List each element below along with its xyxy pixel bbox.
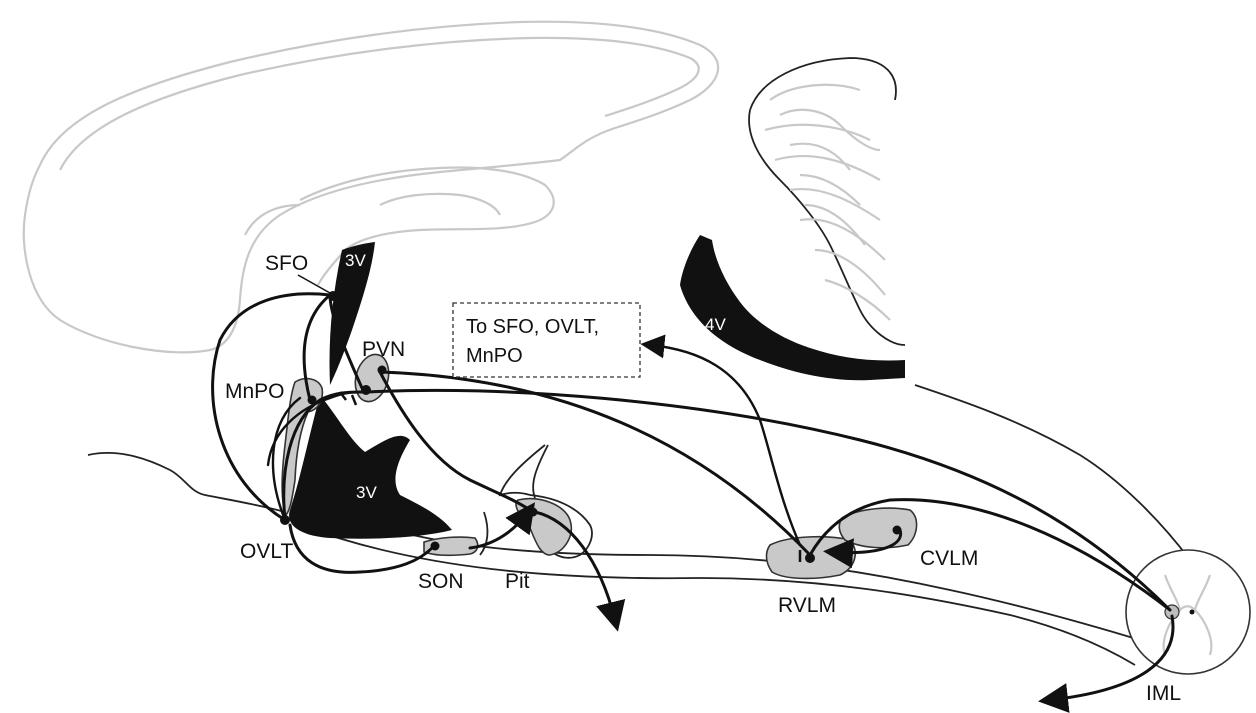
label-iml: IML xyxy=(1146,682,1181,705)
spinal-cord-section xyxy=(1126,550,1250,674)
cvlm-node xyxy=(893,526,902,535)
rvlm-to-callout-path xyxy=(650,345,800,545)
label-sfo: SFO xyxy=(265,252,308,275)
callout-line-1: To SFO, OVLT, xyxy=(466,316,599,338)
label-ovlt: OVLT xyxy=(240,540,293,563)
callout: To SFO, OVLT, MnPO xyxy=(453,303,640,377)
mnpo-node xyxy=(308,396,317,405)
label-pit: Pit xyxy=(505,570,530,593)
son-to-pit-path xyxy=(470,512,528,548)
label-son: SON xyxy=(418,570,464,593)
fourth-ventricle-shape xyxy=(680,235,905,380)
son-node xyxy=(431,542,440,551)
pvn-node-lower xyxy=(361,385,371,395)
callout-line-2: MnPO xyxy=(466,345,523,367)
label-mnpo: MnPO xyxy=(225,380,285,403)
cortex-outline xyxy=(24,22,718,353)
sfo-pointer-line xyxy=(298,275,330,293)
label-cvlm: CVLM xyxy=(920,547,978,570)
label-3v-top: 3V xyxy=(345,251,366,270)
rvlm-node xyxy=(805,553,815,563)
label-pvn: PVN xyxy=(362,338,405,361)
label-3v-main: 3V xyxy=(356,483,377,502)
pvn-node-upper xyxy=(378,366,387,375)
label-4v: 4V xyxy=(705,315,726,334)
pit-node xyxy=(529,508,538,517)
pvn-to-iml-path xyxy=(368,390,1170,610)
ovlt-node xyxy=(280,515,290,525)
label-rvlm: RVLM xyxy=(778,594,836,617)
